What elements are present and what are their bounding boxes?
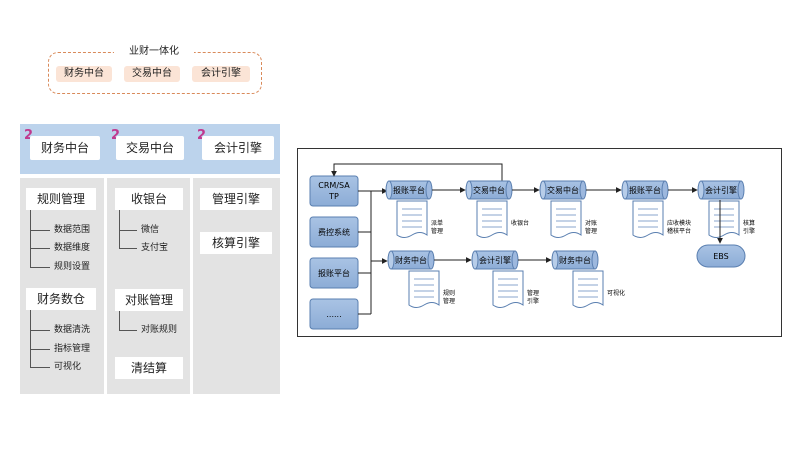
row2-doc-caption: 管理 xyxy=(527,289,539,297)
row2-node-label: 财务中台 xyxy=(395,255,427,265)
svg-text:TP: TP xyxy=(328,192,339,201)
tree-line xyxy=(30,210,31,267)
row2-doc: 管理引擎 xyxy=(492,270,539,308)
row1-doc: 收银台 xyxy=(476,200,529,238)
item-data-dimension: 数据维度 xyxy=(54,243,91,253)
row2-doc-caption: 可视化 xyxy=(607,289,625,297)
row1-doc-caption: 对账 xyxy=(585,219,597,227)
item-data-scope: 数据范围 xyxy=(54,225,91,235)
tree-tick xyxy=(119,248,137,249)
header-finance: 财务中台 xyxy=(30,136,100,160)
row1-doc-caption: 引擎 xyxy=(743,227,755,235)
row1-node-label: 报账平台 xyxy=(393,185,425,195)
item-rule-setting: 规则设置 xyxy=(54,262,91,272)
item-alipay: 支付宝 xyxy=(141,243,169,253)
flow-diagram: CRM/SA TP 费控系统 报账平台 ...... 报账平台派单管理交易中台收… xyxy=(309,163,755,330)
tree-line xyxy=(119,210,120,248)
row1-doc-caption: 核算 xyxy=(743,219,755,227)
flow-diagram-frame xyxy=(297,148,782,337)
source-more: ...... xyxy=(309,298,359,330)
source-more-label: ...... xyxy=(326,310,341,319)
integration-title: 业财一体化 xyxy=(114,46,194,58)
item-visualization: 可视化 xyxy=(54,362,82,372)
source-connectors xyxy=(331,163,503,315)
tree-tick xyxy=(30,267,50,268)
row1-node: 报账平台 xyxy=(385,180,433,200)
source-reimbursement-label: 报账平台 xyxy=(318,268,350,278)
row2-doc: 可视化 xyxy=(572,270,625,308)
row2-doc-caption: 规则 xyxy=(443,289,455,297)
chip-trade-platform: 交易中台 xyxy=(124,66,180,82)
section-finance-warehouse: 财务数仓 xyxy=(26,288,96,310)
row1-doc-caption: 派单 xyxy=(431,219,443,227)
flow-row-1: 报账平台派单管理交易中台收银台交易中台对账管理报账平台应收模块稽核平台会计引擎核… xyxy=(385,180,755,238)
row1-node: 报账平台 xyxy=(621,180,669,200)
section-rule-management: 规则管理 xyxy=(26,188,96,210)
row1-doc-caption: 收银台 xyxy=(511,219,529,227)
row2-node: 财务中台 xyxy=(387,250,435,270)
row1-doc-caption: 稽核平台 xyxy=(667,227,691,235)
item-data-cleaning: 数据清洗 xyxy=(54,325,91,335)
row2-node: 会计引擎 xyxy=(471,250,519,270)
header-trade: 交易中台 xyxy=(116,136,184,160)
row1-node-label: 报账平台 xyxy=(629,185,661,195)
row1-node: 会计引擎 xyxy=(697,180,745,200)
tree-tick xyxy=(30,230,50,231)
row1-doc-caption: 管理 xyxy=(585,227,597,235)
source-expense-label: 费控系统 xyxy=(318,227,350,237)
row1-doc: 对账管理 xyxy=(550,200,597,238)
row1-node-label: 会计引擎 xyxy=(705,185,737,195)
section-management-engine: 管理引擎 xyxy=(200,188,272,210)
source-crm: CRM/SA TP xyxy=(309,175,359,207)
source-reimbursement: 报账平台 xyxy=(309,257,359,289)
header-accounting: 会计引擎 xyxy=(202,136,274,160)
row2-node-label: 财务中台 xyxy=(559,255,591,265)
badge-accounting: 2 xyxy=(197,128,207,143)
badge-finance: 2 xyxy=(24,128,34,143)
item-metric-management: 指标管理 xyxy=(54,344,91,354)
tree-line xyxy=(119,311,120,330)
chip-finance-platform: 财务中台 xyxy=(56,66,112,82)
row1-node: 交易中台 xyxy=(539,180,587,200)
tree-tick xyxy=(30,330,50,331)
section-clearing: 清结算 xyxy=(115,357,183,379)
tree-tick xyxy=(119,230,137,231)
tree-tick xyxy=(30,349,50,350)
row1-doc: 核算引擎 xyxy=(708,200,755,238)
row2-node-label: 会计引擎 xyxy=(479,255,511,265)
section-reconciliation: 对账管理 xyxy=(115,289,183,311)
section-accounting-engine: 核算引擎 xyxy=(200,232,272,254)
section-cashier: 收银台 xyxy=(115,188,183,210)
ebs-label: EBS xyxy=(713,252,728,261)
row2-doc-caption: 引擎 xyxy=(527,297,539,305)
column-finance xyxy=(20,178,104,394)
row2-node: 财务中台 xyxy=(551,250,599,270)
row1-node: 交易中台 xyxy=(465,180,513,200)
row1-doc-caption: 应收模块 xyxy=(667,219,691,227)
tree-tick xyxy=(119,330,137,331)
ebs-node: EBS xyxy=(696,244,746,268)
tree-tick xyxy=(30,367,50,368)
row2-doc: 规则管理 xyxy=(408,270,455,308)
column-accounting xyxy=(193,178,280,394)
source-crm-line1: CRM/SA xyxy=(318,181,350,190)
chip-accounting-engine: 会计引擎 xyxy=(192,66,250,82)
row1-node-label: 交易中台 xyxy=(473,185,505,195)
row1-node-label: 交易中台 xyxy=(547,185,579,195)
badge-trade: 2 xyxy=(111,128,121,143)
item-wechat: 微信 xyxy=(141,225,160,235)
tree-tick xyxy=(30,248,50,249)
tree-line xyxy=(30,310,31,367)
source-expense-control: 费控系统 xyxy=(309,216,359,248)
item-reconciliation-rule: 对账规则 xyxy=(141,325,178,335)
row1-doc-caption: 管理 xyxy=(431,227,443,235)
row2-doc-caption: 管理 xyxy=(443,297,455,305)
